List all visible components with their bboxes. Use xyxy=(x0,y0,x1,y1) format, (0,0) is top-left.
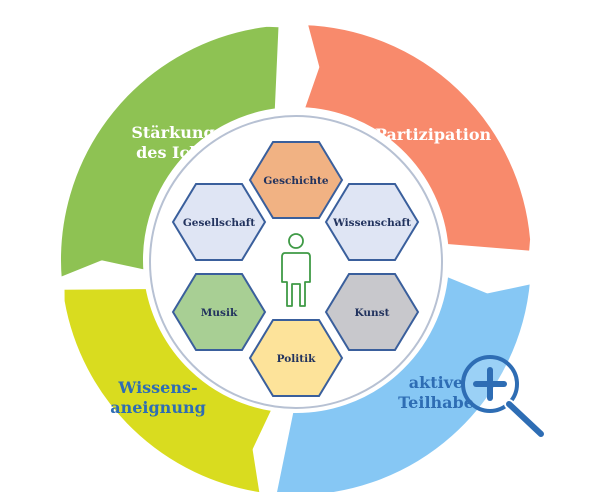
hexagon-label-politik: Politik xyxy=(277,353,316,365)
hexagon-musik xyxy=(171,273,267,351)
hexagon-label-gesellschaft: Gesellschaft xyxy=(183,217,255,229)
segment-wissensaneignung xyxy=(58,283,279,492)
segment-staerkung xyxy=(55,20,285,284)
segment-label-partizipation: Partizipation xyxy=(375,125,492,144)
hexagon-gesellschaft xyxy=(171,183,267,261)
hexagon-kunst xyxy=(324,273,420,351)
hexagon-label-wissenschaft: Wissenschaft xyxy=(332,217,411,229)
hexagon-label-musik: Musik xyxy=(201,307,238,319)
person-icon xyxy=(281,233,311,307)
segment-partizipation xyxy=(298,19,537,257)
segment-label-wissensaneignung: Wissens-aneignung xyxy=(110,378,206,417)
hexagon-label-kunst: Kunst xyxy=(355,307,390,319)
hexagon-label-geschichte: Geschichte xyxy=(263,175,328,187)
zoom-in-icon[interactable] xyxy=(461,355,546,439)
hexagon-wissenschaft xyxy=(324,183,420,261)
hexagon-politik xyxy=(248,319,344,397)
hexagon-geschichte xyxy=(248,141,344,219)
